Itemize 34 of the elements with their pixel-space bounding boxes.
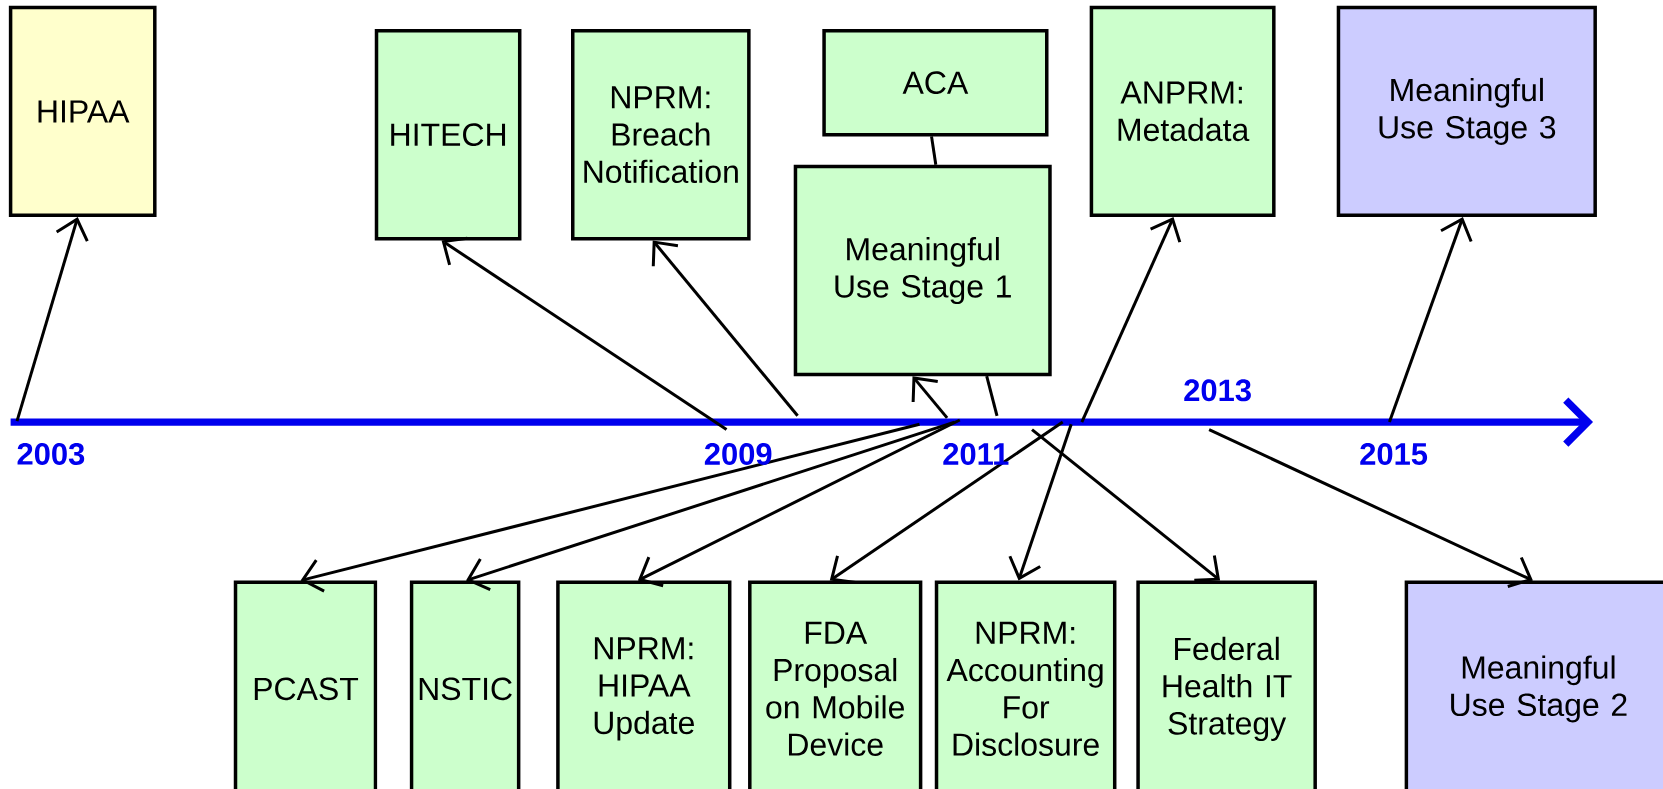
leader-line bbox=[985, 375, 999, 417]
leader-line bbox=[441, 236, 728, 431]
leader-line bbox=[911, 376, 949, 419]
year-label: 2009 bbox=[704, 443, 772, 465]
leader-line bbox=[829, 420, 1064, 584]
event-box: NSTIC bbox=[409, 580, 521, 789]
event-box: HIPAA bbox=[8, 5, 157, 218]
leader-line bbox=[1031, 428, 1221, 582]
leader-line bbox=[1080, 217, 1182, 423]
event-box: PCAST bbox=[233, 580, 378, 789]
event-box: ANPRM: Metadata bbox=[1089, 5, 1276, 218]
leader-line bbox=[1388, 217, 1473, 423]
event-box: HITECH bbox=[374, 28, 522, 241]
year-label: 2013 bbox=[1184, 379, 1251, 402]
leader-line bbox=[637, 418, 961, 588]
leader-line bbox=[651, 240, 799, 417]
leader-line bbox=[1008, 423, 1073, 581]
event-box: NPRM: HIPAA Update bbox=[556, 580, 732, 789]
leader-line bbox=[930, 136, 938, 165]
event-box: ACA bbox=[822, 28, 1049, 137]
event-box: NPRM: Accounting For Disclosure bbox=[934, 580, 1117, 789]
year-label: 2011 bbox=[943, 443, 1009, 465]
leader-line bbox=[1208, 428, 1533, 588]
year-label: 2015 bbox=[1360, 443, 1428, 465]
event-box: Meaningful Use Stage 2 bbox=[1404, 580, 1663, 789]
event-box: Federal Health IT Strategy bbox=[1136, 580, 1317, 789]
event-box: Meaningful Use Stage 1 bbox=[793, 164, 1052, 377]
leader-line bbox=[300, 422, 920, 593]
event-box: Meaningful Use Stage 3 bbox=[1336, 5, 1597, 218]
leader-line bbox=[466, 420, 955, 591]
leader-line bbox=[15, 217, 89, 422]
event-box: FDA Proposal on Mobile Device bbox=[748, 580, 923, 789]
event-box: NPRM: Breach Notification bbox=[571, 28, 751, 241]
year-label: 2003 bbox=[17, 442, 85, 465]
